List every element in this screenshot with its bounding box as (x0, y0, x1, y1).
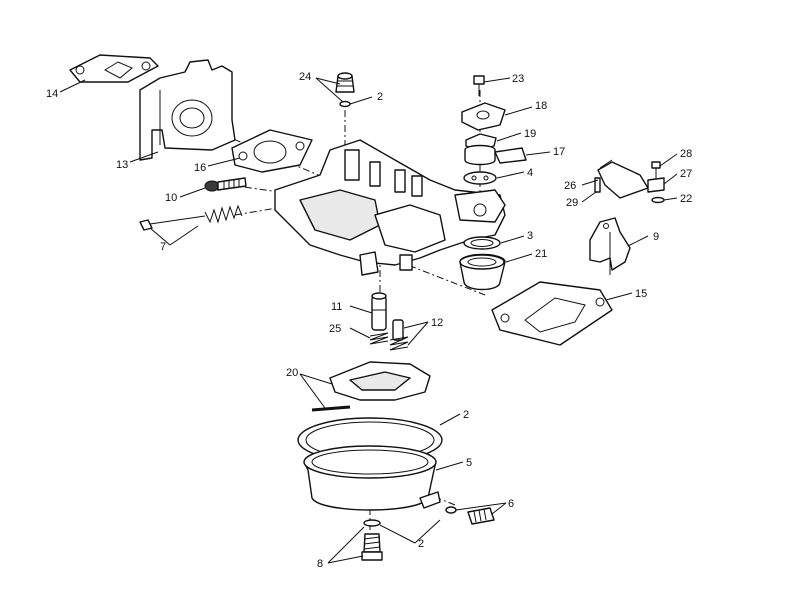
callout-3: 3 (527, 230, 533, 242)
callout-23: 23 (512, 73, 524, 85)
callout-29: 29 (566, 197, 578, 209)
idle-screw-spring-part-7 (139, 204, 243, 231)
cup-part-21 (459, 253, 506, 291)
callout-13: 13 (116, 159, 128, 171)
main-jet-tube-part-11 (371, 292, 387, 331)
float-part-20 (311, 361, 431, 412)
needle-spring-part-12 (389, 319, 409, 351)
leader-lines (59, 77, 678, 564)
drain-screw-part-6 (445, 506, 495, 525)
bowl-nut-part-8 (361, 519, 383, 561)
gasket-part-14 (69, 54, 159, 83)
callout-15: 15 (635, 288, 647, 300)
callout-22: 22 (680, 193, 692, 205)
bracket-part-9 (589, 217, 631, 275)
callout-2-bowl-gasket: 2 (463, 409, 469, 421)
callout-4: 4 (527, 167, 533, 179)
callout-27: 27 (680, 168, 692, 180)
callout-12: 12 (431, 317, 443, 329)
callout-11: 11 (331, 301, 342, 313)
callout-21: 21 (535, 248, 547, 260)
callout-24: 24 (299, 71, 311, 83)
callout-7: 7 (160, 241, 166, 253)
o-ring-part-3 (463, 236, 501, 250)
linkage-assembly-parts-22-29 (594, 159, 665, 204)
spacer-bracket-part-13 (139, 59, 236, 161)
callout-20: 20 (286, 367, 298, 379)
gasket-part-15 (491, 281, 613, 346)
callout-25: 25 (329, 323, 341, 335)
spring-part-25 (369, 332, 389, 345)
callout-18: 18 (535, 100, 547, 112)
callout-19: 19 (524, 128, 536, 140)
callout-16: 16 (194, 162, 206, 174)
callout-14: 14 (46, 88, 58, 100)
callout-2-needle: 2 (377, 91, 383, 103)
callout-2-washer: 2 (418, 538, 424, 550)
choke-lever-part-17 (464, 144, 527, 166)
callout-28: 28 (680, 148, 692, 160)
needle-valve-part-24 (335, 72, 355, 108)
callout-labels: 14 13 16 24 2 23 18 19 17 4 10 7 3 21 28… (46, 71, 692, 570)
callout-5: 5 (466, 457, 472, 469)
callout-6: 6 (508, 498, 514, 510)
callout-8: 8 (317, 558, 323, 570)
screw-part-10 (204, 177, 247, 192)
callout-17: 17 (553, 146, 565, 158)
callout-9: 9 (653, 231, 659, 243)
seat-part-4 (463, 171, 497, 185)
callout-26: 26 (564, 180, 576, 192)
callout-10: 10 (165, 192, 177, 204)
gasket-part-16 (231, 129, 313, 173)
plate-part-18 (461, 102, 506, 131)
float-bowl-part-5 (303, 445, 441, 511)
screw-part-23 (473, 75, 485, 96)
